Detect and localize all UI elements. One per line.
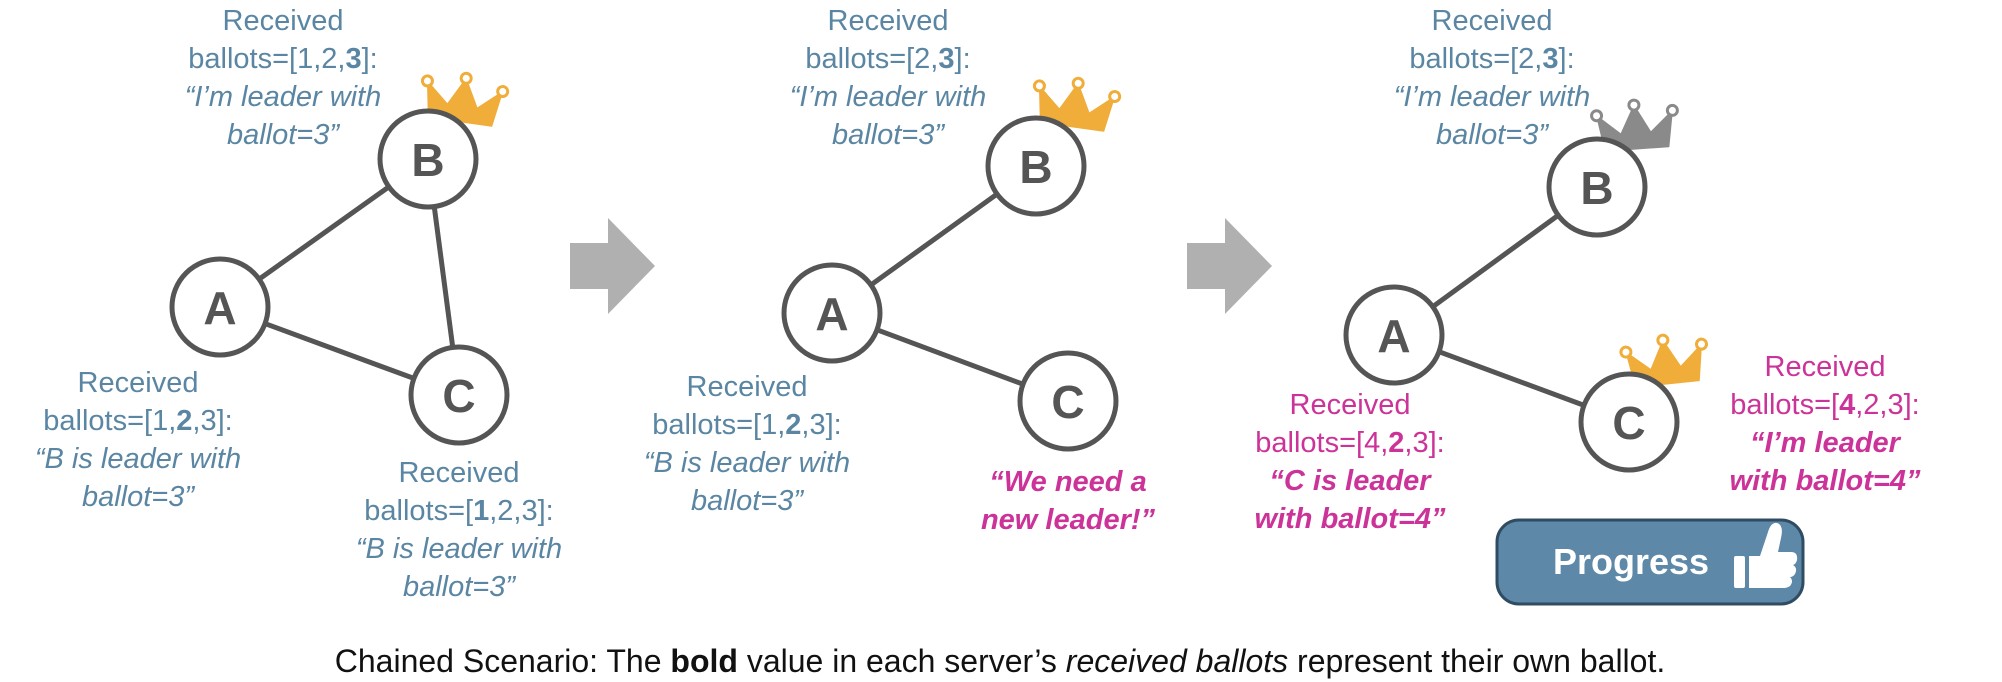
label-c-ballots: ballots=[4,2,3]: (1730, 389, 1919, 421)
label-b-quote1: “I’m leader with (1394, 81, 1591, 113)
label-c: Received ballots=[4,2,3]: “I’m leader wi… (1730, 351, 1921, 497)
label-c-quote1: “B is leader with (356, 533, 562, 565)
label-b-ballots: ballots=[1,2,3]: (188, 43, 377, 75)
progress-button: Progress (1495, 518, 1805, 606)
label-a: Received ballots=[1,2,3]: “B is leader w… (35, 367, 241, 513)
label-c-quote2: ballot=3” (403, 571, 516, 603)
label-b-quote1: “I’m leader with (185, 81, 382, 113)
label-a-ballots: ballots=[1,2,3]: (652, 409, 841, 441)
node-c-label: C (1612, 397, 1645, 449)
node-c: C (408, 344, 510, 446)
label-a-quote1: “B is leader with (35, 443, 241, 475)
label-b-quote2: ballot=3” (1436, 119, 1549, 151)
node-a-label: A (815, 288, 848, 340)
label-c-quote1: “I’m leader (1750, 427, 1902, 459)
label-c-line1: Received (1765, 351, 1886, 383)
label-a-line1: Received (687, 371, 808, 403)
label-c: Received ballots=[1,2,3]: “B is leader w… (356, 457, 562, 603)
node-b-label: B (1019, 141, 1052, 193)
label-a-ballots: ballots=[1,2,3]: (43, 405, 232, 437)
label-a-quote1: “B is leader with (644, 447, 850, 479)
panel-2: A B C Received ballots=[2,3]: “I’m leade… (644, 5, 1156, 536)
figure-caption: Chained Scenario: The bold value in each… (335, 643, 1665, 679)
label-c: “We need a new leader!” (981, 466, 1156, 536)
label-c-quote2: with ballot=4” (1730, 465, 1921, 497)
label-b-ballots: ballots=[2,3]: (805, 43, 970, 75)
node-a: A (1343, 284, 1445, 386)
label-c-quote2: new leader!” (981, 504, 1156, 536)
label-a-quote2: ballot=3” (82, 481, 195, 513)
node-a: A (781, 262, 883, 364)
node-b-label: B (411, 134, 444, 186)
label-b: Received ballots=[1,2,3]: “I’m leader wi… (185, 5, 382, 151)
label-c-quote1: “We need a (989, 466, 1146, 498)
label-b-line1: Received (1432, 5, 1553, 37)
label-a-line1: Received (78, 367, 199, 399)
arrow-icon (1187, 218, 1272, 314)
node-b-label: B (1580, 162, 1613, 214)
node-a-label: A (203, 282, 236, 334)
label-b-quote2: ballot=3” (227, 119, 340, 151)
label-b: Received ballots=[2,3]: “I’m leader with… (1394, 5, 1591, 151)
node-b: B (985, 115, 1087, 217)
arrow-icon (570, 218, 655, 314)
node-b: B (377, 108, 479, 210)
label-b-ballots: ballots=[2,3]: (1409, 43, 1574, 75)
label-a-quote1: “C is leader (1269, 465, 1432, 497)
label-a-quote2: with ballot=4” (1255, 503, 1446, 535)
label-a-quote2: ballot=3” (691, 485, 804, 517)
progress-label: Progress (1553, 541, 1709, 582)
thumbs-up-icon (1734, 522, 1798, 588)
panel-3: A B C Received ballots=[2,3]: “I’m leade… (1255, 5, 1921, 606)
label-b-line1: Received (223, 5, 344, 37)
panel-1: A B C Received ballots=[1,2,3]: “I’m lea… (35, 5, 562, 603)
label-b-quote2: ballot=3” (832, 119, 945, 151)
label-c-line1: Received (399, 457, 520, 489)
node-c-label: C (1051, 376, 1084, 428)
label-a-line1: Received (1290, 389, 1411, 421)
node-b: B (1546, 136, 1648, 238)
label-b: Received ballots=[2,3]: “I’m leader with… (790, 5, 987, 151)
label-a: Received ballots=[1,2,3]: “B is leader w… (644, 371, 850, 517)
label-b-quote1: “I’m leader with (790, 81, 987, 113)
node-c: C (1017, 350, 1119, 452)
node-a: A (169, 256, 271, 358)
label-a: Received ballots=[4,2,3]: “C is leader w… (1255, 389, 1446, 535)
label-b-line1: Received (828, 5, 949, 37)
node-c-label: C (442, 370, 475, 422)
node-c: C (1578, 371, 1680, 473)
label-c-ballots: ballots=[1,2,3]: (364, 495, 553, 527)
label-a-ballots: ballots=[4,2,3]: (1255, 427, 1444, 459)
node-a-label: A (1377, 310, 1410, 362)
